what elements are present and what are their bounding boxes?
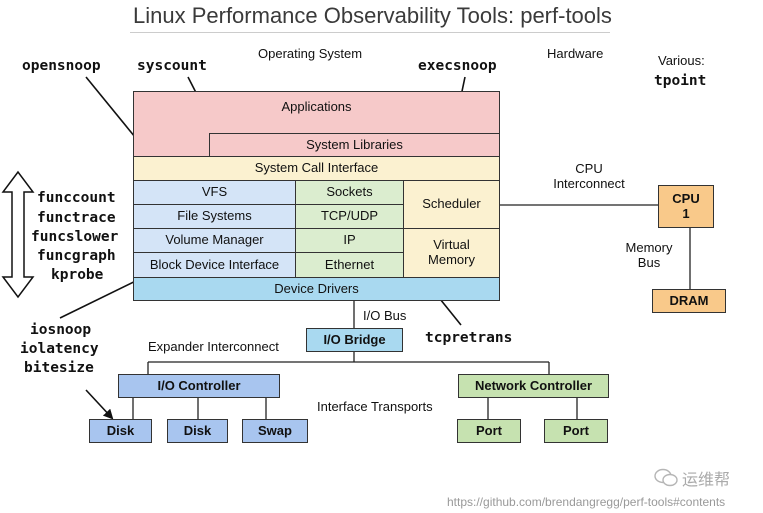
device-drivers-label: Device Drivers — [274, 280, 359, 296]
chat-bubble-icon — [654, 468, 678, 487]
tool-funcslower: funcslower — [31, 229, 119, 245]
port-label-2: Port — [563, 422, 589, 438]
port-box-1: Port — [457, 419, 521, 443]
tool-functrace: functrace — [37, 210, 116, 226]
network-controller-label: Network Controller — [474, 377, 592, 393]
disk-box-2: Disk — [167, 419, 228, 443]
system-libraries-layer: System Libraries — [209, 133, 500, 157]
io-bridge-label: I/O Bridge — [323, 331, 386, 347]
dram-box: DRAM — [652, 289, 726, 313]
cpu-box: CPU 1 — [658, 185, 714, 228]
io-controller-label: I/O Controller — [157, 377, 241, 393]
tool-tpoint: tpoint — [654, 73, 707, 89]
ethernet-box: Ethernet — [295, 252, 404, 278]
disk-label-1: Disk — [106, 422, 135, 438]
ip-box: IP — [295, 228, 404, 253]
tool-iosnoop: iosnoop — [30, 322, 92, 338]
cpu-interconnect-label: CPU Interconnect — [553, 161, 625, 191]
ip-label: IP — [343, 232, 356, 248]
page-title: Linux Performance Observability Tools: p… — [133, 3, 612, 28]
port-label-1: Port — [476, 422, 502, 438]
scheduler-box: Scheduler — [403, 180, 500, 229]
block-device-interface-label: Block Device Interface — [149, 256, 280, 272]
tool-execsnoop: execsnoop — [418, 58, 497, 74]
applications-label: Applications — [281, 99, 352, 114]
file-systems-label: File Systems — [177, 208, 252, 224]
ethernet-label: Ethernet — [324, 256, 375, 272]
io-controller-box: I/O Controller — [118, 374, 280, 398]
network-controller-box: Network Controller — [458, 374, 609, 398]
dram-label: DRAM — [669, 292, 709, 308]
tool-tcpretrans: tcpretrans — [425, 330, 513, 346]
watermark-brand-text: 运维帮 — [682, 472, 731, 489]
source-url: https://github.com/brendangregg/perf-too… — [447, 495, 726, 509]
swap-label: Swap — [258, 422, 292, 438]
sockets-box: Sockets — [295, 180, 404, 205]
port-box-2: Port — [544, 419, 608, 443]
io-bus-label: I/O Bus — [363, 308, 407, 323]
system-call-interface-label: System Call Interface — [254, 160, 379, 176]
various-header: Various: — [658, 53, 705, 68]
system-libraries-label: System Libraries — [306, 137, 403, 153]
volume-manager-box: Volume Manager — [133, 228, 296, 253]
tcp-udp-box: TCP/UDP — [295, 204, 404, 229]
sockets-label: Sockets — [326, 184, 373, 200]
title-divider — [130, 32, 610, 33]
tool-iolatency: iolatency — [20, 341, 99, 357]
block-device-interface-box: Block Device Interface — [133, 252, 296, 278]
tool-funcgraph: funcgraph — [37, 248, 116, 264]
virtual-memory-label: Virtual Memory — [428, 237, 475, 267]
expander-interconnect-label: Expander Interconnect — [148, 339, 279, 354]
swap-box: Swap — [242, 419, 308, 443]
system-call-interface-layer: System Call Interface — [133, 156, 500, 181]
vfs-label: VFS — [201, 184, 228, 200]
disk-box-1: Disk — [89, 419, 152, 443]
tool-syscount: syscount — [137, 58, 207, 74]
virtual-memory-box: Virtual Memory — [403, 228, 500, 278]
file-systems-box: File Systems — [133, 204, 296, 229]
tcp-udp-label: TCP/UDP — [320, 208, 379, 224]
memory-bus-label: Memory Bus — [625, 240, 673, 270]
vfs-box: VFS — [133, 180, 296, 205]
tool-kprobe: kprobe — [51, 267, 104, 283]
cpu-label: CPU 1 — [672, 190, 700, 221]
os-header: Operating System — [258, 46, 363, 61]
io-bridge-box: I/O Bridge — [306, 328, 403, 352]
device-drivers-box: Device Drivers — [133, 277, 500, 301]
interface-transports-label: Interface Transports — [317, 399, 433, 414]
scheduler-label: Scheduler — [422, 196, 481, 212]
hardware-header: Hardware — [547, 46, 604, 61]
tool-funccount: funccount — [37, 190, 116, 206]
tool-opensnoop: opensnoop — [22, 58, 101, 74]
tool-bitesize: bitesize — [24, 360, 94, 376]
disk-label-2: Disk — [183, 422, 212, 438]
watermark-brand: 运维帮 — [654, 466, 730, 490]
volume-manager-label: Volume Manager — [165, 232, 264, 248]
